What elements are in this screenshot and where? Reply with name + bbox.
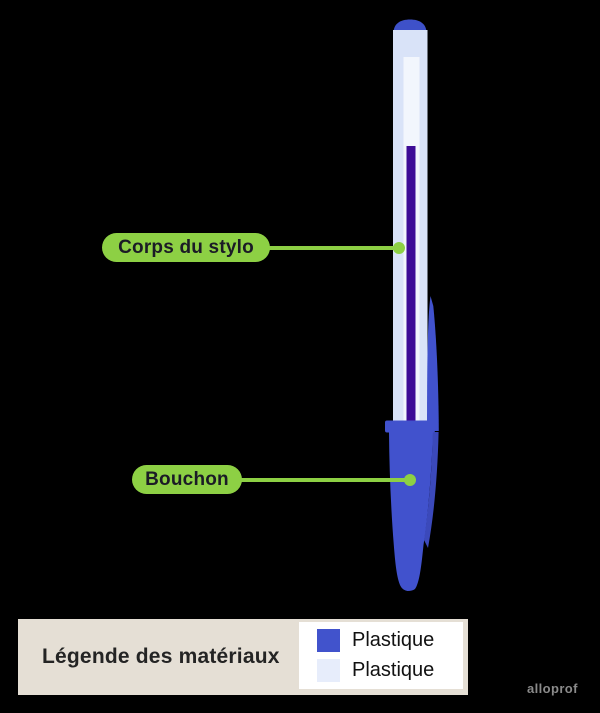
alloprof-watermark: alloprof — [527, 681, 578, 696]
pen-ink-refill — [406, 146, 416, 422]
callout-label-corps: Corps du stylo — [102, 233, 270, 262]
legend-bar: Légende des matériaux Plastique Plastiqu… — [18, 619, 468, 695]
legend-item-label: Plastique — [352, 659, 435, 681]
callout-line-corps — [266, 246, 398, 250]
legend-panel: Plastique Plastique — [299, 622, 463, 689]
legend-item-plastic-light: Plastique — [317, 659, 463, 682]
pen-cap-flange — [385, 420, 435, 433]
legend-swatch-light-blue — [317, 659, 340, 682]
legend-item-plastic-dark: Plastique — [317, 629, 463, 652]
callout-label-bouchon: Bouchon — [132, 465, 242, 494]
callout-dot-bouchon — [404, 474, 416, 486]
legend-swatch-dark-blue — [317, 629, 340, 652]
legend-item-label: Plastique — [352, 629, 435, 651]
pen-top-plug-icon — [393, 19, 427, 33]
pen-cap-body — [389, 432, 433, 591]
legend-title: Légende des matériaux — [42, 645, 280, 668]
callout-line-bouchon — [238, 478, 409, 482]
pen-cap-clip-edge — [424, 432, 439, 548]
pen-cap-clip — [427, 296, 439, 431]
callout-dot-corps — [393, 242, 405, 254]
